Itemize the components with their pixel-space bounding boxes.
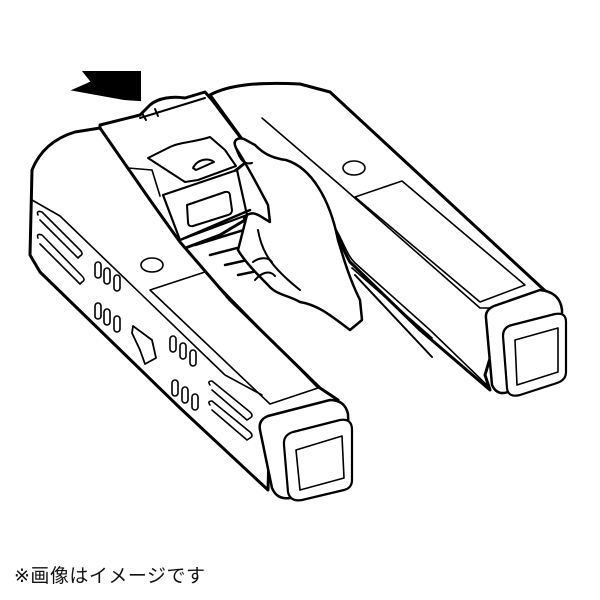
vent-slots xyxy=(94,261,199,411)
left-body xyxy=(28,126,354,502)
direction-arrow-icon xyxy=(70,71,141,102)
center-cartridge xyxy=(98,90,274,277)
right-body xyxy=(208,81,568,397)
disclaimer-caption: ※画像はイメージです xyxy=(14,565,206,587)
hand xyxy=(233,137,364,332)
slide-switch xyxy=(131,325,157,365)
